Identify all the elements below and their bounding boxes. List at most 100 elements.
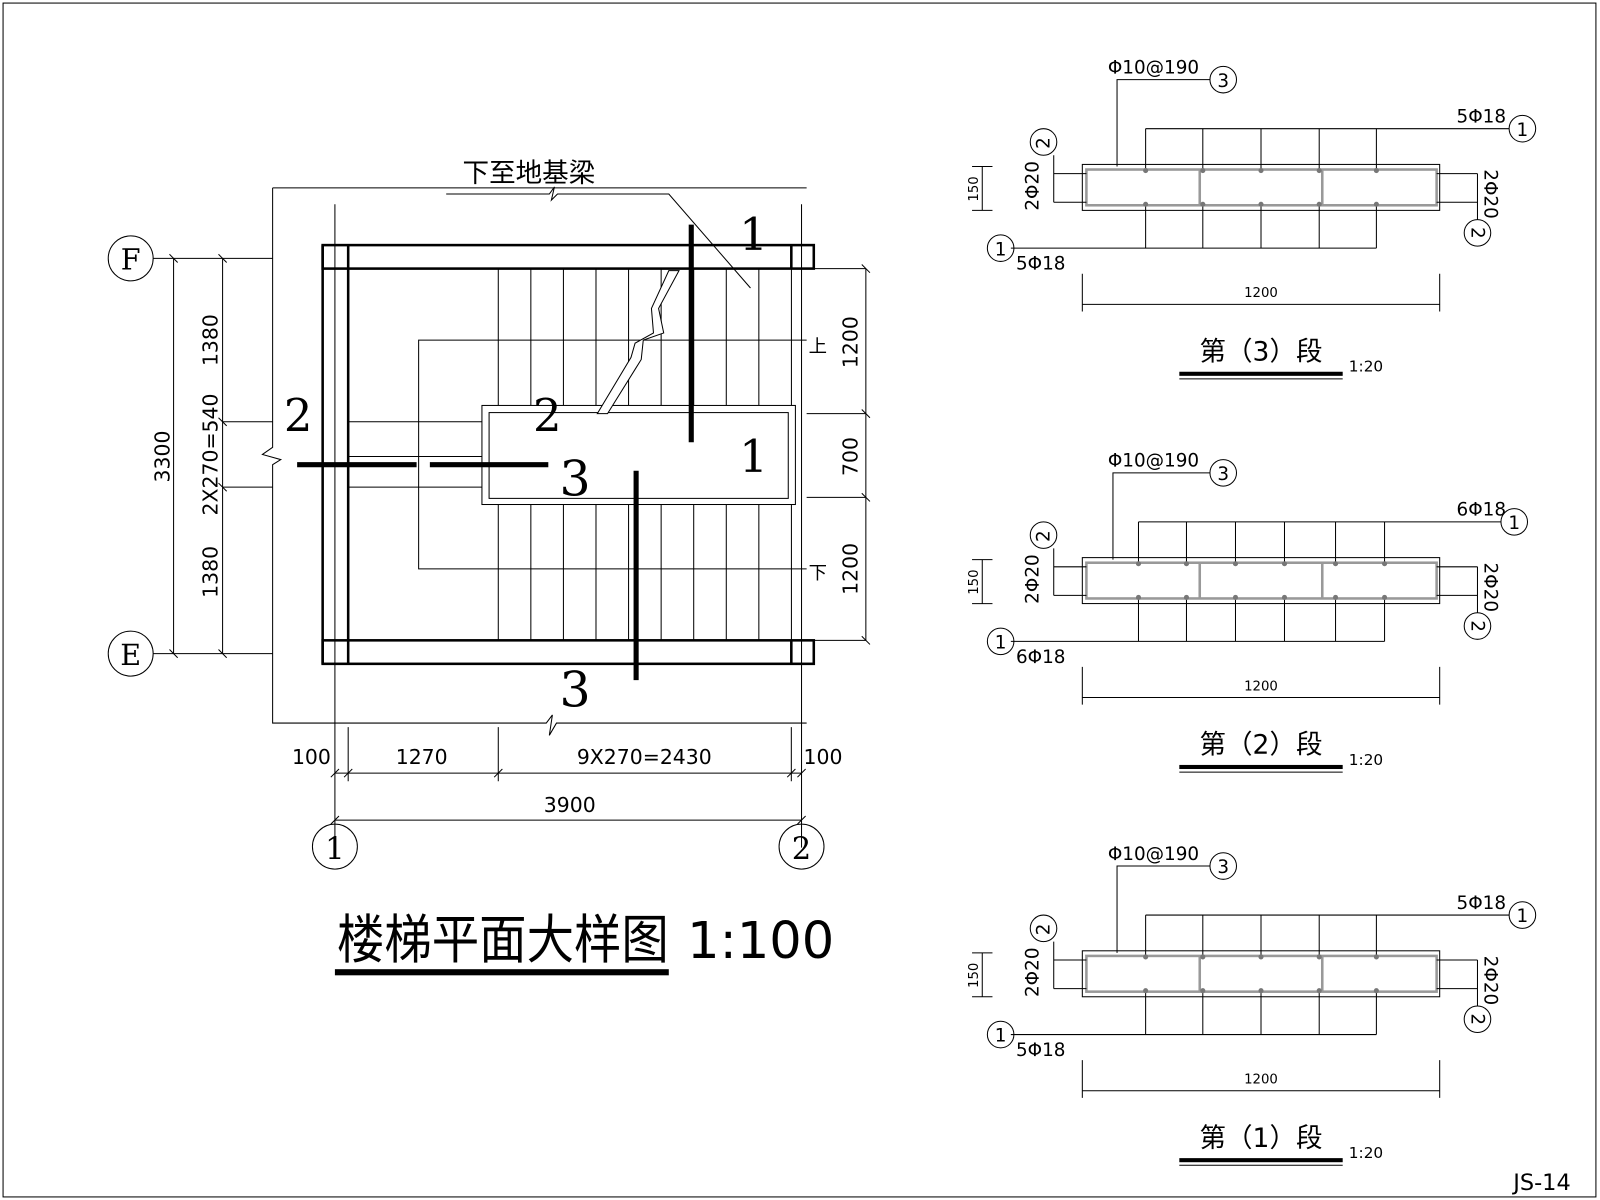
dim-1200-lower: 1200 xyxy=(839,543,863,595)
right-dim-ticks xyxy=(861,264,871,645)
rebar-dot xyxy=(1135,561,1142,567)
stirrup-label: Φ10@190 xyxy=(1108,844,1199,865)
side-bar-leaders xyxy=(1053,548,1478,613)
rebar-lines xyxy=(1010,521,1501,642)
top-bars-label: 6Φ18 xyxy=(1457,500,1507,521)
axis-lines xyxy=(334,204,803,848)
axis-2-label: 2 xyxy=(792,832,811,867)
side-bar-mark-left: 2 xyxy=(1034,530,1055,542)
stirrup-leader xyxy=(1116,79,1210,167)
top-bar-mark-bubble xyxy=(1508,114,1537,143)
rebar-dot xyxy=(1373,988,1379,994)
rebar-dot xyxy=(1316,201,1322,207)
stirrup-overlap xyxy=(1198,562,1324,599)
top-bar-mark: 1 xyxy=(1517,906,1529,927)
rebar-lines xyxy=(1010,914,1510,1036)
side-bar-mark-bubble-left xyxy=(1029,521,1058,549)
side-bar-mark-right: 2 xyxy=(1466,1013,1487,1025)
stirrup-mark-bubble xyxy=(1209,459,1238,487)
rebar-dot xyxy=(1143,168,1149,174)
section-scale: 1:20 xyxy=(1349,751,1383,769)
rebar-dot xyxy=(1258,201,1264,207)
sheet-number: JS-14 xyxy=(1511,1170,1571,1196)
section-scale: 1:20 xyxy=(1349,1144,1383,1162)
width-dim: 1200 xyxy=(1244,286,1278,301)
side-bars-label-right: 2Φ20 xyxy=(1480,956,1501,1006)
section-title: 第（1）段 xyxy=(1199,1123,1322,1154)
top-bars-label: 5Φ18 xyxy=(1457,893,1507,914)
rebar-dot xyxy=(1373,954,1379,960)
stirrup-overlap xyxy=(1198,955,1324,992)
rebar-dot xyxy=(1382,561,1388,567)
width-dim-line xyxy=(1081,273,1441,312)
rebar-dot xyxy=(1135,594,1142,600)
stirrup-mark: 3 xyxy=(1217,857,1229,878)
width-dim-line xyxy=(1081,666,1441,705)
rebar-dot xyxy=(1316,954,1322,960)
stirrup-label: Φ10@190 xyxy=(1108,451,1199,472)
stirrup-mark: 3 xyxy=(1217,71,1229,92)
stirrup-overlap xyxy=(1198,169,1324,206)
rebar-dot xyxy=(1316,168,1322,174)
axis-E-label: E xyxy=(120,638,141,672)
dim-2430: 9X270=2430 xyxy=(577,745,712,769)
axis-bubble-E xyxy=(107,630,154,677)
left-dim-ticks xyxy=(169,253,228,659)
side-bar-mark-bubble-right xyxy=(1463,1005,1492,1034)
rebar-dot xyxy=(1183,594,1190,600)
stirrup-outline xyxy=(1085,954,1438,993)
bottom-bar-mark: 1 xyxy=(995,239,1007,260)
width-dim: 1200 xyxy=(1244,679,1278,694)
dim-1380-upper: 1380 xyxy=(198,314,222,366)
rebar-dot xyxy=(1281,561,1288,567)
top-bar-mark: 1 xyxy=(1517,120,1529,141)
top-bars-label: 5Φ18 xyxy=(1457,107,1507,128)
stirrup-mark: 3 xyxy=(1217,464,1229,485)
rebar-dot xyxy=(1232,561,1239,567)
side-bars-label-left: 2Φ20 xyxy=(1022,161,1043,211)
plan-title-underline xyxy=(334,969,669,976)
rebar-lines xyxy=(1010,128,1510,249)
thickness-dim-line xyxy=(972,165,993,211)
dim-3300: 3300 xyxy=(150,431,174,483)
section-title: 第（3）段 xyxy=(1199,337,1322,368)
section-mark-1b: 1 xyxy=(739,430,768,483)
side-bar-mark-bubble-left xyxy=(1029,128,1058,156)
top-bar-mark: 1 xyxy=(1508,513,1520,534)
section-title-underline xyxy=(1179,764,1343,770)
section-title-underline xyxy=(1179,1158,1343,1163)
side-bars-label-left: 2Φ20 xyxy=(1022,554,1043,604)
side-bar-mark-bubble-left xyxy=(1029,914,1058,943)
dim-1380-lower: 1380 xyxy=(198,546,222,598)
bottom-bars-label: 6Φ18 xyxy=(1016,647,1066,668)
axis-F-label: F xyxy=(121,243,141,277)
section-detail-1: Φ10@19035Φ18115Φ1822Φ2022Φ201501200第（1）段… xyxy=(967,844,1537,1166)
dim-100-left: 100 xyxy=(292,745,331,769)
rebar-dot xyxy=(1316,988,1322,994)
side-bar-mark-bubble-right xyxy=(1463,612,1492,640)
stirrup-outline xyxy=(1085,561,1438,600)
left-dimension-lines xyxy=(153,257,273,655)
thickness-dim: 150 xyxy=(967,176,982,201)
dim-700: 700 xyxy=(839,437,863,476)
stirrup-mark-bubble xyxy=(1209,852,1238,880)
rebar-dot xyxy=(1258,954,1264,960)
side-bar-mark-right: 2 xyxy=(1466,620,1487,632)
section-title: 第（2）段 xyxy=(1199,730,1322,761)
bottom-dim-ticks xyxy=(330,768,806,825)
foundation-outline xyxy=(261,187,807,736)
dim-1270: 1270 xyxy=(396,745,448,769)
rebar-dot xyxy=(1258,988,1264,994)
axis-1-label: 1 xyxy=(325,832,344,867)
bottom-bars-label: 5Φ18 xyxy=(1016,254,1066,275)
side-bar-leaders xyxy=(1053,155,1478,220)
dim-1200-upper: 1200 xyxy=(839,316,863,368)
bottom-wall xyxy=(321,639,816,666)
break-line xyxy=(596,270,680,415)
slab-outline xyxy=(1081,557,1441,605)
side-bar-mark-left: 2 xyxy=(1034,924,1055,936)
section-mark-3b: 3 xyxy=(560,662,591,719)
section-mark-2b: 2 xyxy=(533,389,562,442)
